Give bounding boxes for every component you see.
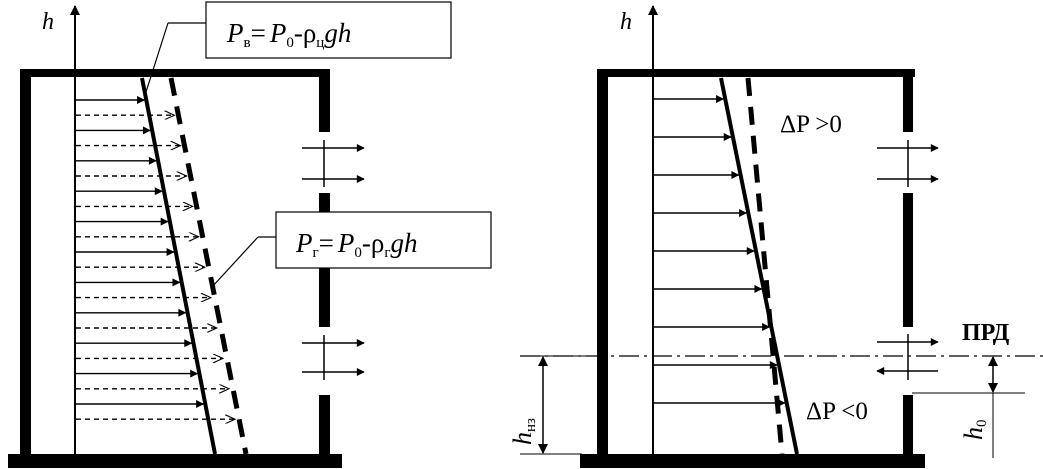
neutral-plane-label: ПРД	[962, 320, 1010, 346]
right-wall-right-segment-2	[903, 193, 913, 327]
formula-inner-leader	[211, 236, 259, 288]
delta-negative-label: ΔP <0	[806, 398, 868, 425]
right-roof	[597, 69, 915, 77]
right-h-axis-label: h	[620, 9, 632, 35]
inner-pressure-line	[168, 77, 249, 455]
left-floor	[8, 454, 342, 468]
h0-label: h0	[959, 420, 990, 441]
h-nz-label: hнз	[508, 418, 539, 445]
right-floor	[580, 454, 925, 468]
right-wall-right-segment-1	[903, 69, 913, 132]
right-panel: h ПРД ΔP >0 ΔP <0 hнз	[508, 5, 1043, 468]
left-wall-left	[20, 69, 31, 462]
right-outer-pressure-line	[719, 77, 799, 455]
h-nz-dimension: hнз	[508, 355, 600, 455]
h0-dimension: h0	[912, 356, 1025, 458]
formula-inner-text: Pг=P0-ρгgh	[295, 228, 418, 261]
left-panel: h Pв=P0-ρцgh	[8, 1, 492, 468]
right-building	[580, 69, 925, 468]
formula-outer-text: Pв=P0-ρцgh	[226, 18, 351, 51]
left-pressure-arrows	[76, 96, 235, 419]
left-opening-flows	[302, 140, 365, 380]
left-wall-right-segment-3	[319, 395, 330, 462]
right-pressure-arrows	[654, 95, 786, 407]
formula-inner-frame	[275, 211, 492, 269]
left-wall-right-segment-1	[319, 69, 330, 132]
outer-pressure-line	[140, 77, 217, 455]
right-opening-flows	[876, 140, 939, 380]
formula-outer-box: Pв=P0-ρцgh	[145, 1, 452, 93]
right-inner-pressure-line	[745, 77, 785, 455]
right-wall-right-segment-3	[903, 395, 913, 462]
delta-positive-label: ΔP >0	[780, 111, 842, 138]
right-wall-left	[597, 69, 608, 462]
formula-outer-leader	[145, 22, 169, 93]
left-h-axis-label: h	[42, 9, 54, 35]
formula-inner-box: Pг=P0-ρгgh	[211, 211, 492, 288]
formula-outer-frame	[205, 1, 452, 59]
left-roof	[20, 69, 330, 77]
